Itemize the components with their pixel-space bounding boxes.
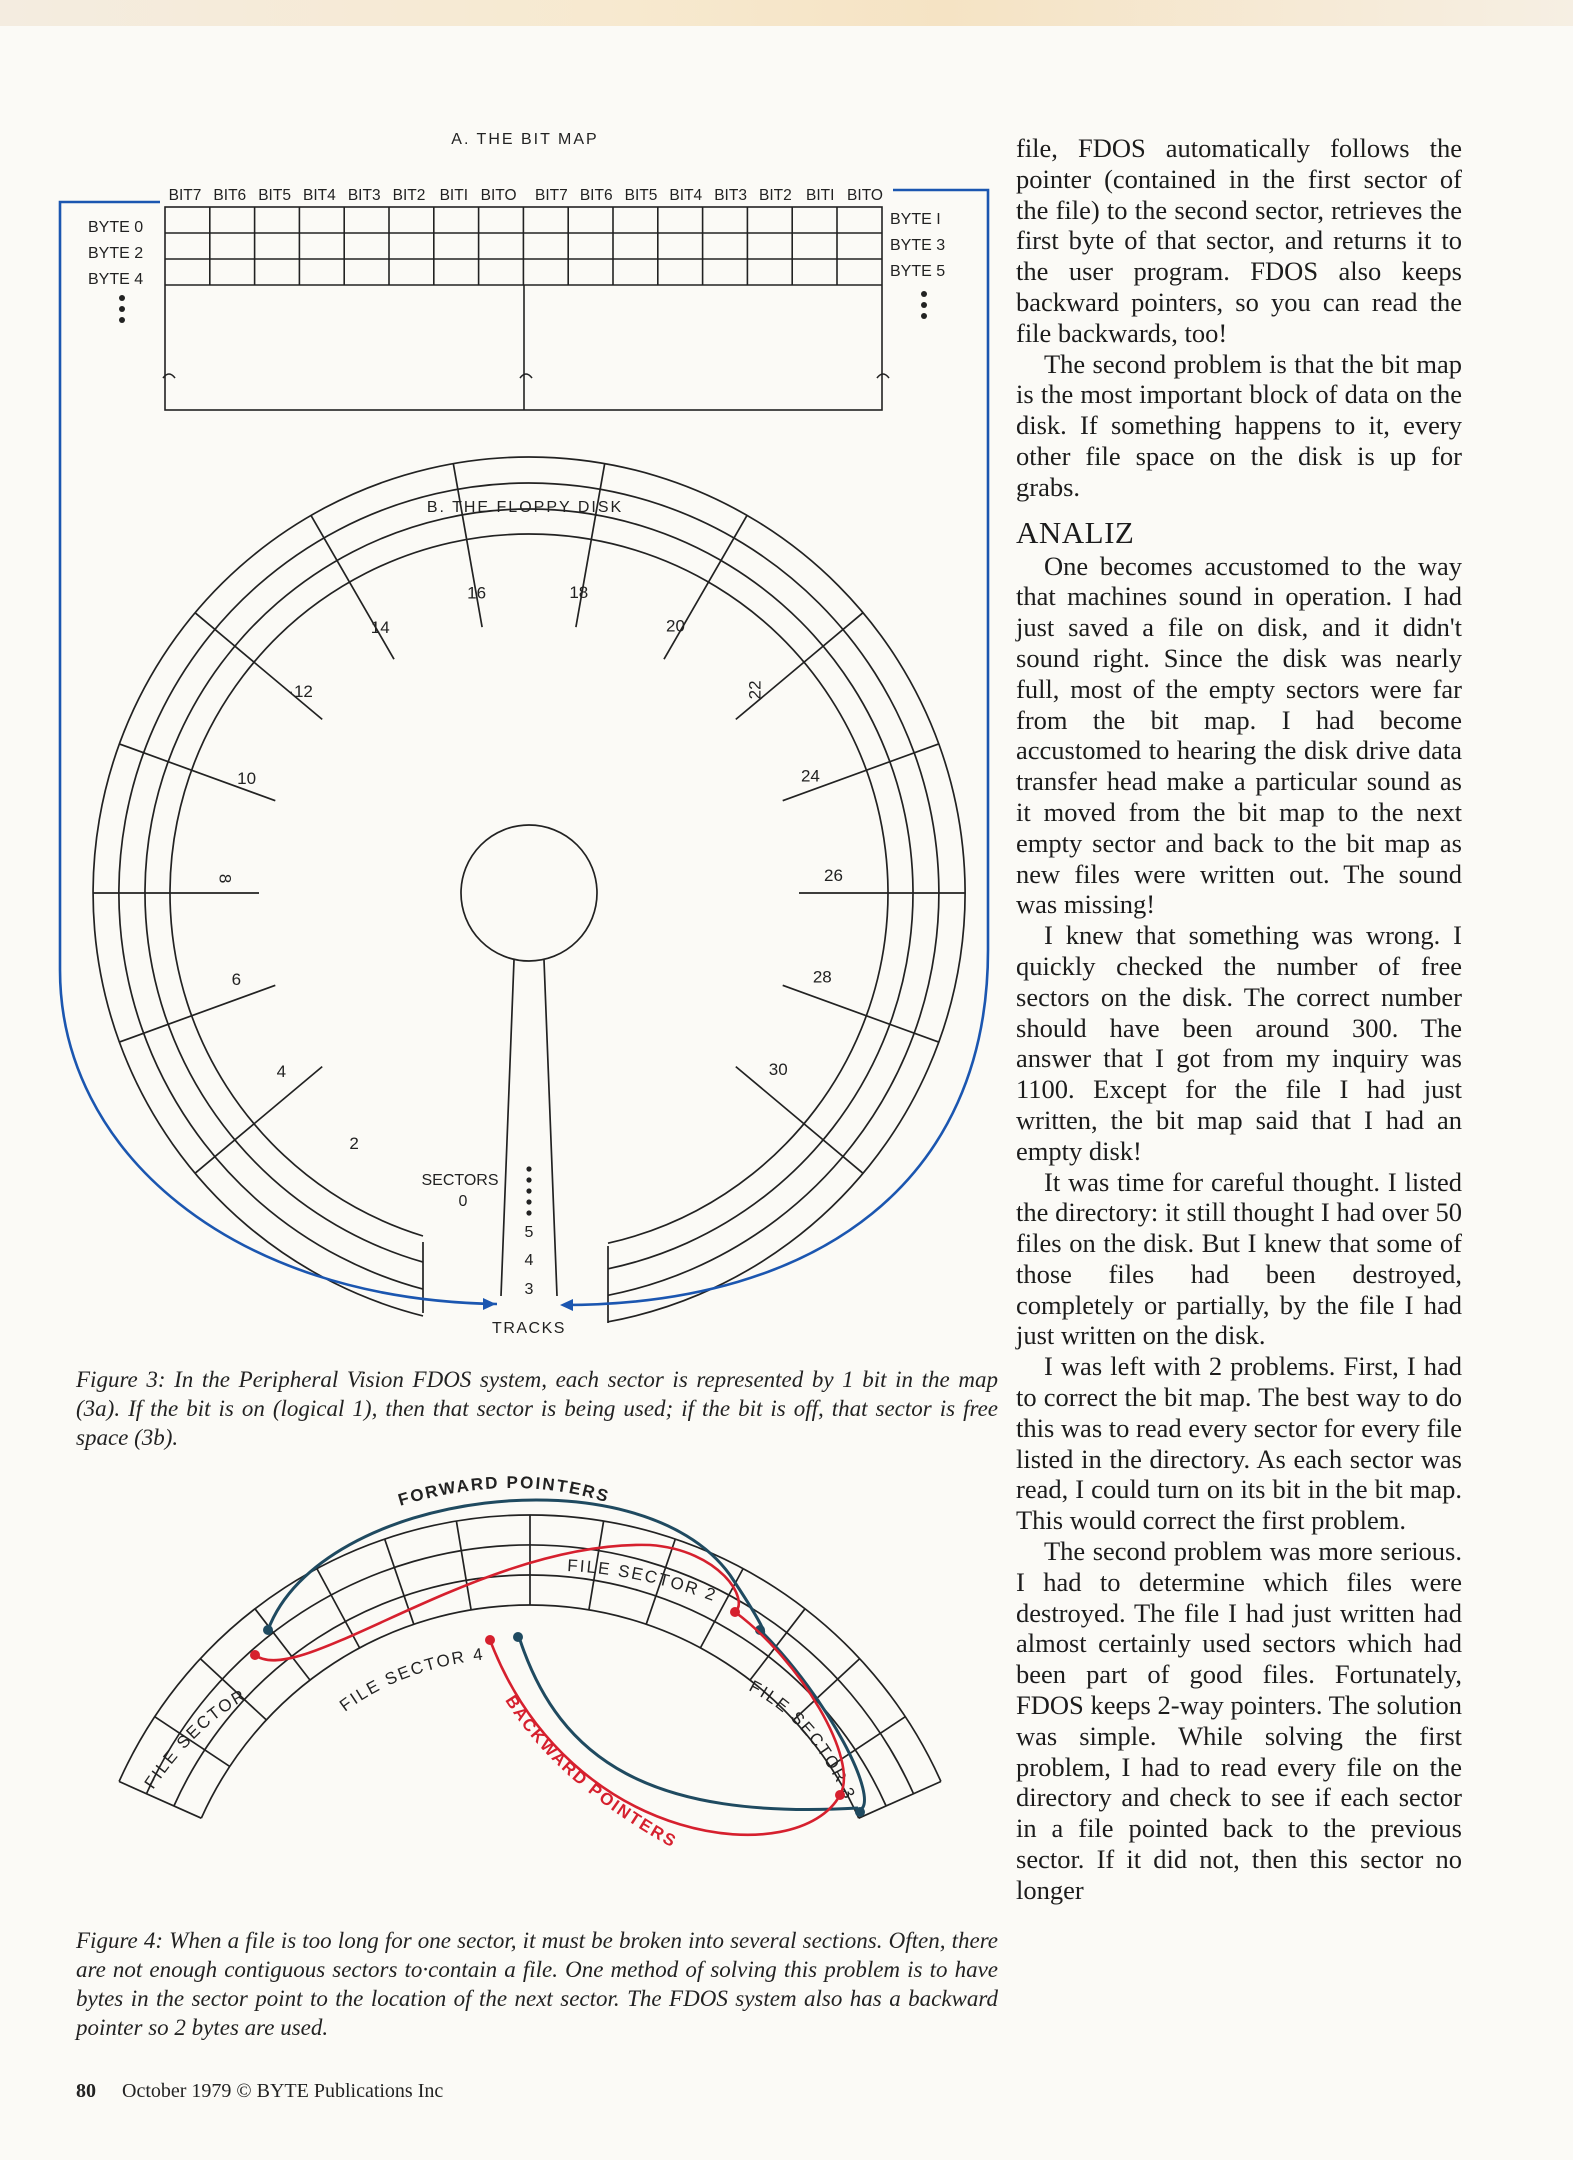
track-number-5: 5 [525, 1224, 534, 1241]
byte-label-left: BYTE 2 [88, 245, 143, 262]
sector-number: 4 [277, 1062, 286, 1081]
article-paragraph-2: The second problem is that the bit map i… [1016, 348, 1462, 502]
bit-label: BIT4 [669, 187, 702, 204]
page-number: 80 [76, 2080, 96, 2102]
section-heading: ANALIZ [1016, 514, 1135, 550]
floppy-disk-drawing [92, 456, 966, 1323]
sector-number: 26 [824, 866, 843, 885]
byte-label-right: BYTE 5 [890, 263, 945, 280]
sector-number: 14 [371, 618, 390, 637]
byte-label-right: BYTE I [890, 211, 941, 228]
bit-label: BIT5 [258, 187, 291, 204]
track-number-4: 4 [525, 1252, 534, 1269]
sector-number: 20 [666, 617, 685, 636]
bit-label: BIT4 [303, 187, 336, 204]
bit-label: BITO [847, 187, 883, 204]
sector-number: 18 [569, 583, 588, 602]
bit-map-ellipsis [119, 291, 927, 323]
article-column: file, FDOS automatically follows the poi… [1016, 133, 1462, 1906]
article-paragraph-3: One becomes accustomed to the way that m… [1016, 550, 1462, 920]
bit-label: BITO [481, 187, 517, 204]
sector-number: 22 [746, 680, 765, 699]
figure-3-caption: Figure 3: In the Peripheral Vision FDOS … [76, 1367, 998, 1450]
bit-label: BIT6 [580, 187, 613, 204]
bit-label: BITI [440, 187, 468, 204]
article-paragraph-1: file, FDOS automatically follows the poi… [1016, 133, 1462, 348]
page-footer: 80 October 1979 © BYTE Publications Inc [76, 2080, 443, 2103]
tracks-label: TRACKS [492, 1320, 566, 1337]
track-number-3: 3 [525, 1281, 534, 1298]
figure-3b-title: B. THE FLOPPY DISK [427, 499, 623, 516]
bracket-right [562, 188, 990, 1307]
article-paragraph-5: It was time for careful thought. I liste… [1016, 1166, 1462, 1351]
bit-label: BIT2 [759, 187, 792, 204]
bit-label: BIT7 [535, 187, 568, 204]
sector-number: 2 [349, 1134, 358, 1153]
article-paragraph-6: I was left with 2 problems. First, I had… [1016, 1351, 1462, 1536]
byte-labels: BYTE 0 BYTE 2 BYTE 4 BYTE I BYTE 3 BYTE 5 [88, 211, 945, 288]
track-ellipsis [526, 1166, 532, 1216]
byte-label-left: BYTE 4 [88, 271, 143, 288]
footer-text: October 1979 © BYTE Publications Inc [122, 2080, 444, 2102]
sector-number: ·12 [288, 682, 313, 701]
sector-number: 6 [232, 970, 241, 989]
bit-map-grid [162, 206, 890, 411]
sector-number: 8 [215, 874, 234, 883]
sector-number: 28 [813, 968, 832, 987]
sector-number: 24 [801, 766, 820, 785]
bit-labels: BIT7 BIT6 BIT5 BIT4 BIT3 BIT2 BITI BITO BIT7 BIT6… [169, 187, 883, 204]
bit-label: BIT3 [348, 187, 381, 204]
page-top-strip [0, 0, 1573, 26]
article-paragraph-4: I knew that something was wrong. I quick… [1016, 920, 1462, 1166]
bit-label: BIT3 [714, 187, 747, 204]
byte-label-left: BYTE 0 [88, 219, 143, 236]
sector-number: 10 [237, 769, 256, 788]
bracket-left-arrowhead [483, 1298, 496, 1310]
article-paragraph-7: The second problem was more serious. I h… [1016, 1536, 1462, 1905]
bit-label: BITI [806, 187, 834, 204]
figure-3a-title: A. THE BIT MAP [451, 131, 598, 148]
sector-zero-label: 0 [459, 1193, 468, 1210]
sector-number: 16 [467, 584, 486, 603]
bit-label: BIT6 [213, 187, 246, 204]
sectors-label: SECTORS [421, 1172, 498, 1189]
byte-label-right: BYTE 3 [890, 237, 945, 254]
figure-4-caption: Figure 4: When a file is too long for on… [76, 1928, 998, 2040]
bit-label: BIT2 [393, 187, 426, 204]
sector-number: 30 [769, 1060, 788, 1079]
bracket-left [58, 200, 498, 1306]
bracket-right-arrowhead [560, 1299, 573, 1311]
bit-label: BIT7 [169, 187, 202, 204]
bit-label: BIT5 [625, 187, 658, 204]
